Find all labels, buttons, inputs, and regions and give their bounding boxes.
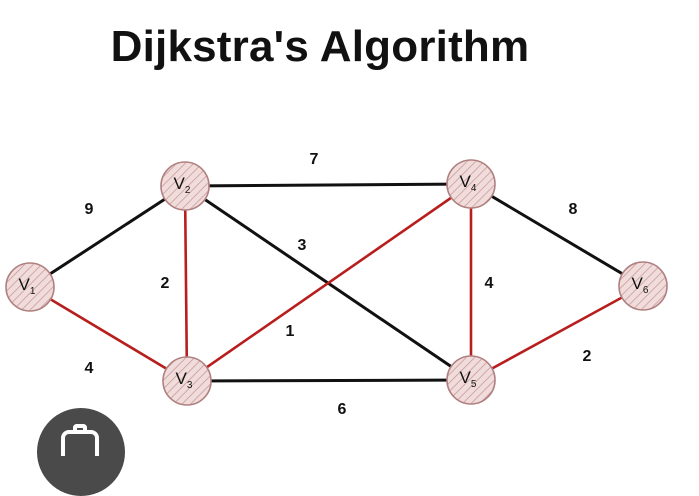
node-label: V6 (632, 274, 649, 295)
edge-v1-v3 (28, 285, 189, 383)
node-label-main: V (460, 368, 472, 387)
edge-weight-v2-v5: 3 (298, 237, 307, 254)
node-label-subscript: 4 (471, 183, 477, 194)
node-circle (160, 161, 210, 211)
node-v4: V4 (446, 159, 496, 209)
edge-v3-v5 (185, 378, 473, 383)
edge-v5-v6 (469, 284, 645, 382)
edge-v1-v2 (28, 184, 187, 289)
node-label: V1 (19, 275, 36, 296)
node-v3: V3 (162, 356, 212, 406)
node-circle (5, 262, 55, 312)
edge-weight-v3-v5: 6 (338, 401, 347, 418)
node-label-subscript: 1 (30, 286, 36, 297)
edge-weight-v5-v6: 2 (583, 348, 592, 365)
node-label-subscript: 3 (187, 380, 193, 391)
edge-labels-layer: 9 4 7 2 3 1 6 4 8 2 (85, 151, 592, 418)
node-label-subscript: 2 (185, 185, 191, 196)
edge-v2-v4 (183, 182, 473, 188)
edge-weight-v4-v5: 4 (485, 275, 494, 292)
page-title: Dijkstra's Algorithm (110, 22, 530, 71)
node-label-main: V (176, 369, 188, 388)
edge-weight-v1-v3: 4 (85, 360, 94, 377)
node-v2: V2 (160, 161, 210, 211)
node-label: V4 (460, 172, 477, 193)
node-label: V3 (176, 369, 193, 390)
node-v6: V6 (618, 261, 668, 311)
edges-layer (28, 182, 645, 383)
edge-weight-v1-v2: 9 (85, 201, 94, 218)
node-label-main: V (460, 172, 472, 191)
edge-weight-v2-v3: 2 (161, 275, 170, 292)
node-label-subscript: 6 (643, 285, 649, 296)
node-v1: V1 (5, 262, 55, 312)
camera-glyph (61, 424, 99, 456)
node-label: V2 (174, 174, 191, 195)
node-circle (162, 356, 212, 406)
edge-weight-v3-v4: 1 (286, 323, 295, 340)
camera-icon[interactable] (37, 408, 125, 496)
node-label-main: V (632, 274, 644, 293)
node-label-main: V (174, 174, 186, 193)
edge-v3-v4 (185, 182, 473, 383)
node-label-subscript: 5 (471, 379, 477, 390)
edge-weight-v4-v6: 8 (569, 201, 578, 218)
node-v5: V5 (446, 355, 496, 405)
edge-v4-v6 (469, 182, 645, 288)
edge-weight-v2-v4: 7 (310, 151, 319, 168)
node-circle (446, 355, 496, 405)
edge-v2-v3 (183, 184, 189, 383)
node-label: V5 (460, 368, 477, 389)
node-label-main: V (19, 275, 31, 294)
node-circle (446, 159, 496, 209)
node-circle (618, 261, 668, 311)
